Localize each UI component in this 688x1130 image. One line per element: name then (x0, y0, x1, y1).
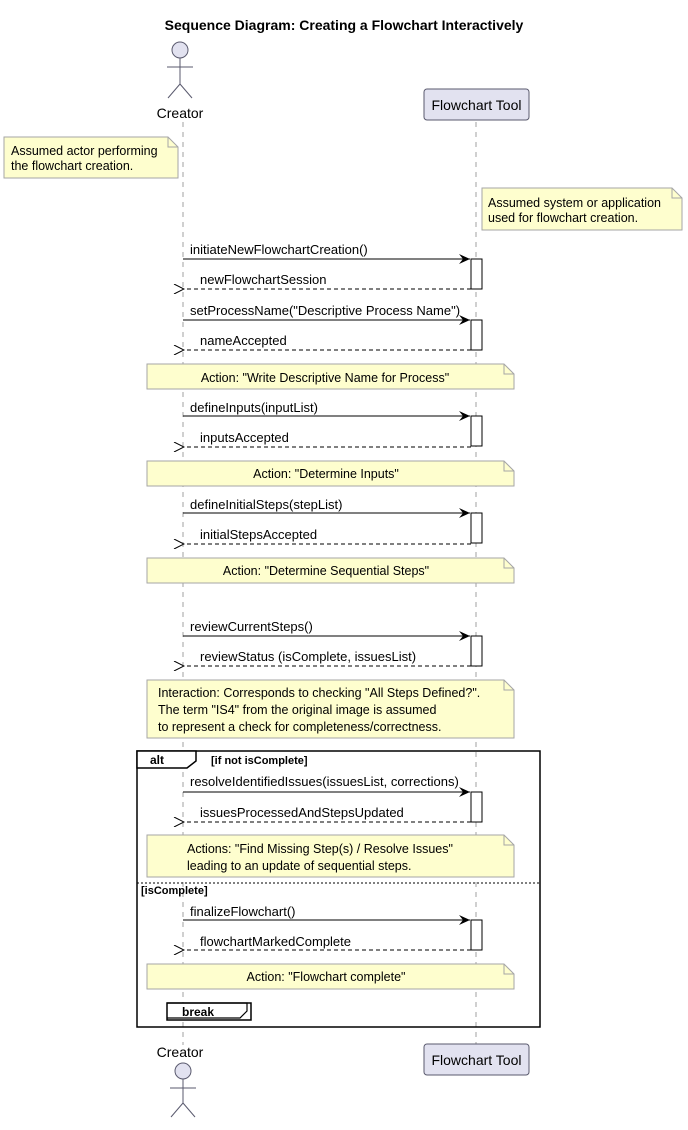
tool-activation-1 (470, 258, 483, 290)
return-inputs-label: inputsAccepted (200, 430, 289, 445)
return-steps-label: initialStepsAccepted (200, 527, 317, 542)
break-label: break (182, 1005, 214, 1019)
interaction-note-line-1: Interaction: Corresponds to checking "Al… (158, 686, 480, 700)
tool-participant-bottom[interactable]: Flowchart Tool (423, 1043, 530, 1076)
tool-participant-top[interactable]: Flowchart Tool (423, 88, 530, 121)
message-setname-label: setProcessName("Descriptive Process Name… (190, 303, 460, 318)
tool-activation-4 (470, 512, 483, 544)
tool-note-line-2: used for flowchart creation. (488, 211, 638, 225)
message-finalize-label: finalizeFlowchart() (190, 904, 295, 919)
tool-activation-6 (470, 791, 483, 823)
tool-activation-7 (470, 919, 483, 951)
action-name-text: Action: "Write Descriptive Name for Proc… (201, 371, 449, 385)
return-name-label: nameAccepted (200, 333, 287, 348)
return-session-label: newFlowchartSession (200, 272, 326, 287)
action-complete-text: Action: "Flowchart complete" (247, 970, 406, 984)
action-steps-note: Action: "Determine Sequential Steps" (146, 557, 515, 584)
alt-frame: alt [if not isComplete] [isComplete] (136, 750, 541, 1028)
tool-note-line-1: Assumed system or application (488, 196, 661, 210)
creator-label-bottom: Creator (157, 1044, 204, 1060)
tool-activation-2 (470, 319, 483, 351)
action-name-note: Action: "Write Descriptive Name for Proc… (146, 363, 515, 390)
message-initiate-label: initiateNewFlowchartCreation() (190, 242, 368, 257)
tool-label-top: Flowchart Tool (431, 97, 521, 113)
interaction-note-line-3: to represent a check for completeness/co… (158, 720, 441, 734)
actor-head-icon (174, 1062, 192, 1080)
message-steps-label: defineInitialSteps(stepList) (190, 497, 342, 512)
actions-resolve-line-1: Actions: "Find Missing Step(s) / Resolve… (187, 842, 453, 856)
else-guard: [isComplete] (141, 885, 208, 897)
tool-activation-5 (470, 635, 483, 667)
message-resolve-label: resolveIdentifiedIssues(issuesList, corr… (190, 774, 459, 789)
action-complete-note: Action: "Flowchart complete" (146, 963, 515, 990)
return-resolve-label: issuesProcessedAndStepsUpdated (200, 805, 404, 820)
actor-head-icon (171, 41, 189, 59)
message-inputs-label: defineInputs(inputList) (190, 400, 318, 415)
creator-label-top: Creator (157, 105, 204, 121)
tool-label-bottom: Flowchart Tool (431, 1052, 521, 1068)
tool-note: Assumed system or application used for f… (481, 187, 683, 231)
action-steps-text: Action: "Determine Sequential Steps" (223, 564, 429, 578)
break-frame: break (166, 1002, 252, 1021)
tool-activation-3 (470, 415, 483, 447)
creator-actor-bottom[interactable]: Creator (157, 1044, 204, 1118)
interaction-note-line-2: The term "IS4" from the original image i… (158, 703, 436, 717)
creator-note-line-1: Assumed actor performing (11, 144, 158, 158)
alt-label: alt (150, 753, 164, 767)
creator-actor-top[interactable]: Creator (157, 41, 204, 121)
message-review-label: reviewCurrentSteps() (190, 619, 313, 634)
alt-guard: [if not isComplete] (211, 755, 308, 767)
action-inputs-text: Action: "Determine Inputs" (253, 467, 399, 481)
creator-note: Assumed actor performing the flowchart c… (3, 136, 179, 179)
actions-resolve-note: Actions: "Find Missing Step(s) / Resolve… (146, 834, 515, 878)
actions-resolve-line-2: leading to an update of sequential steps… (187, 859, 411, 873)
creator-note-line-2: the flowchart creation. (11, 159, 133, 173)
action-inputs-note: Action: "Determine Inputs" (146, 460, 515, 487)
diagram-title: Sequence Diagram: Creating a Flowchart I… (165, 17, 524, 33)
interaction-note: Interaction: Corresponds to checking "Al… (146, 679, 515, 739)
return-review-label: reviewStatus (isComplete, issuesList) (200, 649, 416, 664)
return-finalize-label: flowchartMarkedComplete (200, 934, 351, 949)
